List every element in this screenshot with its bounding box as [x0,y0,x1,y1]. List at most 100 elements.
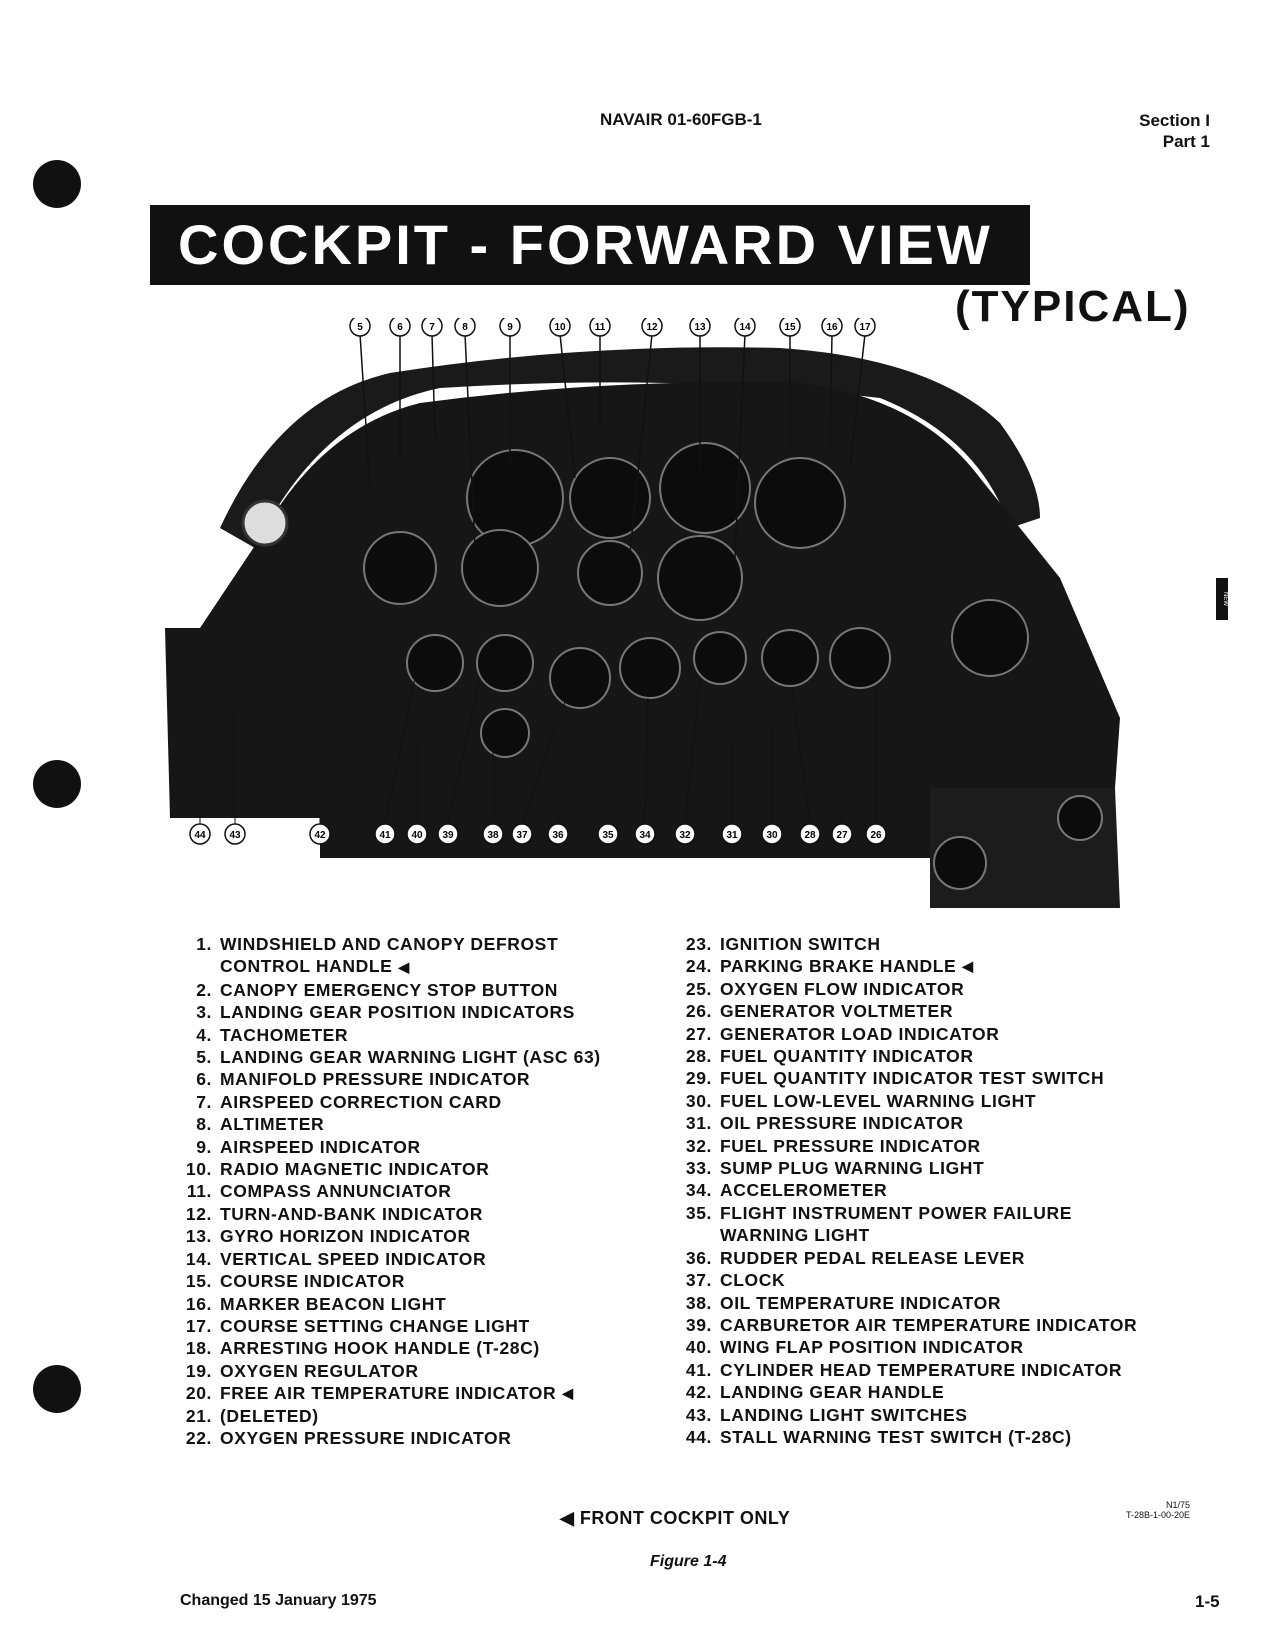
legend-item-text: CYLINDER HEAD TEMPERATURE INDICATOR [720,1359,1123,1380]
callout-27: 27 [831,748,853,845]
legend-item: 3.LANDING GEAR POSITION INDICATORS [170,1001,650,1023]
callout-44: 44 [189,708,211,845]
legend-item-text: LANDING GEAR WARNING LIGHT (ASC 63) [220,1047,601,1068]
legend-item-text: FUEL QUANTITY INDICATOR [720,1046,974,1067]
callout-26-label: 26 [870,830,882,841]
legend-item: 7.AIRSPEED CORRECTION CARD [170,1091,650,1113]
legend-item-continuation-text: WARNING LIGHT [720,1225,870,1246]
legend-item-text: COURSE INDICATOR [220,1271,405,1292]
callout-41: 41 [374,677,416,845]
legend-item-text: SUMP PLUG WARNING LIGHT [720,1158,985,1179]
front-only-marker-icon: ◀ [962,958,974,975]
callout-13-label: 13 [694,322,706,333]
legend-item-number: 21. [185,1405,212,1426]
callout-13: 13 [689,318,711,337]
legend-item: 16.MARKER BEACON LIGHT [170,1293,650,1315]
section-label: Section I [1139,111,1210,130]
legend-item: 41.CYLINDER HEAD TEMPERATURE INDICATOR [670,1359,1190,1381]
binder-hole-middle [33,760,81,808]
gauges [363,442,1103,890]
callout-5-label: 5 [357,322,363,333]
course-gauge [754,457,846,549]
callout-12: 12 [641,318,663,337]
callout-43: 43 [224,708,246,845]
legend-item-number: 22. [185,1427,212,1448]
legend-item: 34.ACCELEROMETER [670,1179,1190,1201]
callout-15-label: 15 [784,322,796,333]
callout-34: 34 [634,697,656,845]
legend-item: 19.OXYGEN REGULATOR [170,1360,650,1382]
callout-11: 11 [589,318,611,337]
page-number: 1-5 [1195,1592,1220,1611]
legend-item-text: GENERATOR LOAD INDICATOR [720,1023,1000,1044]
front-only-marker-icon: ◀ [560,1508,575,1528]
legend-item: 42.LANDING GEAR HANDLE [670,1381,1190,1403]
callout-36: 36 [547,788,569,845]
legend-item-text: FUEL LOW-LEVEL WARNING LIGHT [720,1090,1037,1111]
legend-item: 13. GYRO HORIZON INDICATOR [170,1225,650,1247]
leader-lines-top [359,333,866,559]
accelerometer-gauge [619,637,681,699]
callout-35: 35 [597,718,619,845]
legend-item-text: OIL PRESSURE INDICATOR [720,1113,964,1134]
legend-item-text: LANDING GEAR HANDLE [720,1382,945,1403]
callout-39: 39 [437,677,481,845]
callout-12-label: 12 [646,322,658,333]
fuel-quantity-gauge [761,629,819,687]
clock-gauge [549,647,611,709]
legend-item: 25.OXYGEN FLOW INDICATOR [670,978,1190,1000]
callout-32-label: 32 [679,830,691,841]
legend-item-text: CARBURETOR AIR TEMPERATURE INDICATOR [720,1314,1138,1335]
callout-5: 5 [349,318,371,337]
ref-number: T-28B-1-00-20E [1125,1510,1190,1520]
callout-6: 6 [389,318,411,337]
legend-item-number: 20. [185,1383,212,1404]
legend-item-number: 2. [196,979,212,1000]
callout-17-label: 17 [859,322,871,333]
legend-item-continuation: WARNING LIGHT [670,1224,1190,1246]
legend-item-text: GYRO HORIZON INDICATOR [220,1226,471,1247]
legend-item-number: 13. [185,1226,212,1247]
legend-item: 9.AIRSPEED INDICATOR [170,1136,650,1158]
legend-item: 40.WING FLAP POSITION INDICATOR [670,1336,1190,1358]
legend-item-number: 30. [685,1090,712,1111]
callout-16-label: 16 [826,322,838,333]
callout-38: 38 [482,748,504,845]
legend-item: 29.FUEL QUANTITY INDICATOR TEST SWITCH [670,1067,1190,1089]
callout-16: 16 [821,318,843,337]
legend-item: 37.CLOCK [670,1269,1190,1291]
callout-36-label: 36 [552,830,564,841]
reference-code: N1/75 T-28B-1-00-20E [1100,1500,1190,1520]
ref-date: N1/75 [1165,1500,1190,1510]
page-subtitle: (TYPICAL) [955,282,1191,331]
legend-item-number: 35. [685,1202,712,1223]
changed-date: Changed 15 January 1975 [180,1592,377,1609]
legend-item-number: 34. [685,1180,712,1201]
page-title: COCKPIT - FORWARD VIEW [150,205,1030,285]
callout-38-label: 38 [487,830,499,841]
legend-item-number: 44. [685,1426,712,1447]
bottom-callouts: 44 43 42 41 40 39 38 37 36 35 34 32 31 3… [189,677,887,845]
oxygen-regulator-gauge [951,599,1029,677]
legend-item-number: 26. [685,1001,712,1022]
legend-item-number: 4. [196,1024,212,1045]
callout-7: 7 [421,318,443,337]
legend-item-number: 24. [685,956,712,977]
oil-temp-gauge [480,708,530,758]
legend-item: 20.FREE AIR TEMPERATURE INDICATOR◀ [170,1382,650,1404]
legend-item: 14.VERTICAL SPEED INDICATOR [170,1248,650,1270]
legend-item-number: 43. [685,1404,712,1425]
legend-item-continuation-text: CONTROL HANDLE [220,956,393,977]
callout-9-label: 9 [507,322,513,333]
legend-item-number: 8. [196,1114,212,1135]
legend-item-number: 14. [185,1248,212,1269]
legend-item: 38.OIL TEMPERATURE INDICATOR [670,1292,1190,1314]
front-only-marker-icon: ◀ [398,959,410,976]
legend-item-text: GENERATOR VOLTMETER [720,1001,954,1022]
legend-item: 43.LANDING LIGHT SWITCHES [670,1404,1190,1426]
airspeed-gauge [466,449,564,547]
figure-label: Figure 1-4 [650,1553,727,1570]
callout-8: 8 [454,318,476,337]
binder-hole-top [33,160,81,208]
